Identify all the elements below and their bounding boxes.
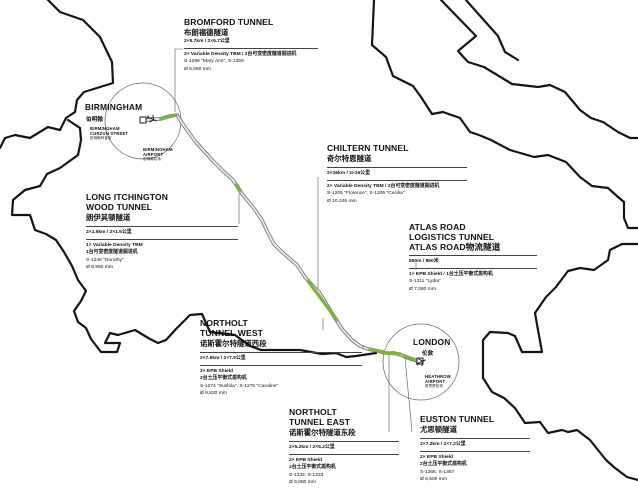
plane-icon bbox=[415, 358, 426, 367]
northolt-tunnel-east-info: NORTHOLT TUNNEL EAST 诺斯霍尔特隧道东段 2×5.2km /… bbox=[289, 407, 399, 486]
tunnel-title-zh: 布朗福德隧道 bbox=[184, 28, 229, 37]
divider bbox=[420, 451, 530, 453]
tunnel-tbm: 2× EPB Shield bbox=[289, 458, 323, 464]
place-line: HEATHROW bbox=[425, 374, 451, 379]
chiltern-tunnel-info: CHILTERN TUNNEL 奇尔特恩隧道 2×16km / 2×16公里 2… bbox=[327, 143, 467, 205]
place-line: BIRMINGHAM bbox=[90, 126, 120, 131]
tunnel-title: LONG ITCHINGTON bbox=[86, 192, 169, 202]
place-zh: 希思罗机场 bbox=[425, 384, 443, 388]
tunnel-title: TUNNEL EAST bbox=[289, 417, 351, 427]
divider bbox=[420, 438, 530, 439]
tunnel-machines: S-1311 "Lydia" bbox=[409, 279, 441, 285]
tunnel-diameter: Ø 8,560 mm bbox=[184, 66, 211, 72]
chiltern-tunnel-segment bbox=[306, 279, 339, 322]
long-itchington-tunnel-segment bbox=[234, 183, 242, 193]
tunnel-title: CHILTERN TUNNEL bbox=[327, 143, 409, 153]
divider bbox=[289, 441, 399, 442]
heathrow-airport-label: HEATHROW AIRPORT 希思罗机场 bbox=[425, 374, 451, 389]
northolt-tunnel-west-segment bbox=[368, 347, 386, 354]
bromford-tunnel-segment bbox=[159, 113, 178, 121]
tunnel-diameter: Ø 8,950 mm bbox=[86, 264, 113, 270]
tunnel-title-zh: 朗伊其顿隧道 bbox=[86, 213, 131, 222]
tunnel-length: 2×7.9km / 2×7.9公里 bbox=[200, 356, 246, 361]
atlas-road-tunnel-info: ATLAS ROAD LOGISTICS TUNNEL ATLAS ROAD物流… bbox=[409, 222, 537, 293]
tunnel-title-zh: 诺斯霍尔特隧道西段 bbox=[200, 339, 267, 348]
tunnel-title-zh: 诺斯霍尔特隧道东段 bbox=[289, 428, 356, 437]
tunnel-tbm: 2台土压平衡式盾构机 bbox=[420, 462, 467, 468]
place-zh: 伯明翰机场 bbox=[143, 157, 161, 161]
london-label-zh: 伦敦 bbox=[422, 351, 434, 357]
tunnel-length: 2×5.2km / 2×5.2公里 bbox=[289, 445, 335, 450]
tunnel-length: 2×1.5km / 2×1.5公里 bbox=[86, 230, 132, 235]
divider bbox=[86, 239, 238, 241]
tunnel-title: WOOD TUNNEL bbox=[86, 202, 153, 212]
tunnel-title: EUSTON TUNNEL bbox=[420, 414, 495, 424]
bromford-tunnel-info: BROMFORD TUNNEL 布朗福德隧道 2×5.7km / 2×5.7公里… bbox=[184, 17, 318, 73]
tunnel-title: ATLAS ROAD bbox=[409, 222, 466, 232]
northolt-tunnel-west-info: NORTHOLT TUNNEL WEST 诺斯霍尔特隧道西段 2×7.9km /… bbox=[200, 318, 362, 397]
tunnel-machines: S-1299 "Mary Ann", S-1359 bbox=[184, 59, 244, 65]
divider bbox=[327, 167, 467, 168]
euston-tunnel-info: EUSTON TUNNEL 尤思顿隧道 2×7.2km / 2×7.2公里 2×… bbox=[420, 414, 530, 483]
tunnel-tbm: 2× EPB Shield bbox=[420, 455, 454, 461]
place-line: AIRPORT bbox=[143, 152, 164, 157]
birmingham-airport-label: BIRMINGHAM AIRPORT 伯明翰机场 bbox=[143, 147, 173, 162]
tunnel-title: NORTHOLT bbox=[289, 407, 337, 417]
tunnel-tbm: 1× EPB Shield / 1台土压平衡式盾构机 bbox=[409, 272, 493, 278]
divider bbox=[200, 352, 362, 353]
tunnel-tbm: 1台可变密度隧道掘进机 bbox=[86, 250, 138, 256]
london-label: LONDON bbox=[413, 337, 451, 347]
tunnel-tbm: 2× EPB Shield bbox=[200, 369, 234, 375]
plane-icon bbox=[146, 114, 157, 123]
tunnel-machines: S-1274 "Sushila", S-1275 "Caroline" bbox=[200, 383, 279, 389]
tunnel-machines: S-1249 "Dorothy" bbox=[86, 257, 124, 263]
place-zh: 伯明翰柯曾街 bbox=[90, 136, 112, 140]
long-itchington-tunnel-info: LONG ITCHINGTON WOOD TUNNEL 朗伊其顿隧道 2×1.5… bbox=[86, 192, 238, 271]
birmingham-label-zh: 伯明翰 bbox=[86, 117, 103, 123]
london-circle bbox=[382, 323, 460, 401]
tunnel-title-zh: ATLAS ROAD物流隧道 bbox=[409, 242, 501, 252]
coastline-outline bbox=[0, 0, 638, 482]
tunnel-title: NORTHOLT bbox=[200, 318, 248, 328]
tunnel-diameter: Ø 8,500 mm bbox=[420, 476, 447, 482]
place-line: CURZON STREET bbox=[90, 131, 129, 136]
tunnel-tbm: 2× Variable Density TBM / 2台可变密度隧道掘进机 bbox=[327, 184, 440, 190]
tunnel-title: LOGISTICS TUNNEL bbox=[409, 232, 495, 242]
tunnel-title: TUNNEL WEST bbox=[200, 328, 264, 338]
northolt-tunnel-east-segment bbox=[384, 351, 402, 356]
tunnel-length: 850m / 850米 bbox=[409, 259, 439, 264]
tunnel-tbm: 2× Variable Density TBM / 2台可变密度隧道掘进机 bbox=[184, 52, 297, 58]
curzon-street-label: BIRMINGHAM CURZON STREET 伯明翰柯曾街 bbox=[90, 126, 128, 141]
tunnel-title-zh: 奇尔特恩隧道 bbox=[327, 154, 372, 163]
divider bbox=[184, 48, 318, 50]
tunnel-diameter: Ø 9,080 mm bbox=[289, 479, 316, 485]
tunnel-title-zh: 尤思顿隧道 bbox=[420, 425, 457, 434]
tunnel-title: BROMFORD TUNNEL bbox=[184, 17, 274, 27]
tunnel-diameter: Ø 9,820 mm bbox=[200, 390, 227, 396]
divider bbox=[327, 180, 467, 182]
tunnel-sections bbox=[159, 113, 418, 362]
tunnel-machines: S-1332, S-1333 bbox=[289, 472, 324, 478]
tunnel-tbm: 1× Variable Density TBM bbox=[86, 243, 143, 249]
birmingham-label: BIRMINGHAM bbox=[85, 102, 143, 112]
divider bbox=[86, 226, 238, 227]
tunnel-diameter: Ø 10,246 mm bbox=[327, 198, 357, 204]
tunnel-length: 2×16km / 2×16公里 bbox=[327, 171, 370, 176]
divider bbox=[200, 365, 362, 367]
tunnel-machines: S-1366, S-1367 bbox=[420, 469, 455, 475]
tunnel-machines: S-1205 "Florence", S-1206 "Cecilia" bbox=[327, 191, 405, 197]
place-line: AIRPORT bbox=[425, 379, 446, 384]
tunnel-tbm: 2台土压平衡式盾构机 bbox=[200, 376, 247, 382]
divider bbox=[409, 255, 537, 256]
tunnel-tbm: 2台土压平衡式盾构机 bbox=[289, 465, 336, 471]
place-line: BIRMINGHAM bbox=[143, 147, 173, 152]
curzon-station-marker-icon bbox=[139, 116, 147, 124]
tunnel-length: 2×7.2km / 2×7.2公里 bbox=[420, 442, 466, 447]
divider bbox=[409, 268, 537, 270]
divider bbox=[289, 454, 399, 456]
tunnel-length: 2×5.7km / 2×5.7公里 bbox=[184, 39, 230, 44]
tunnel-diameter: Ø 7,080 mm bbox=[409, 286, 436, 292]
euston-tunnel-segment bbox=[402, 354, 418, 362]
